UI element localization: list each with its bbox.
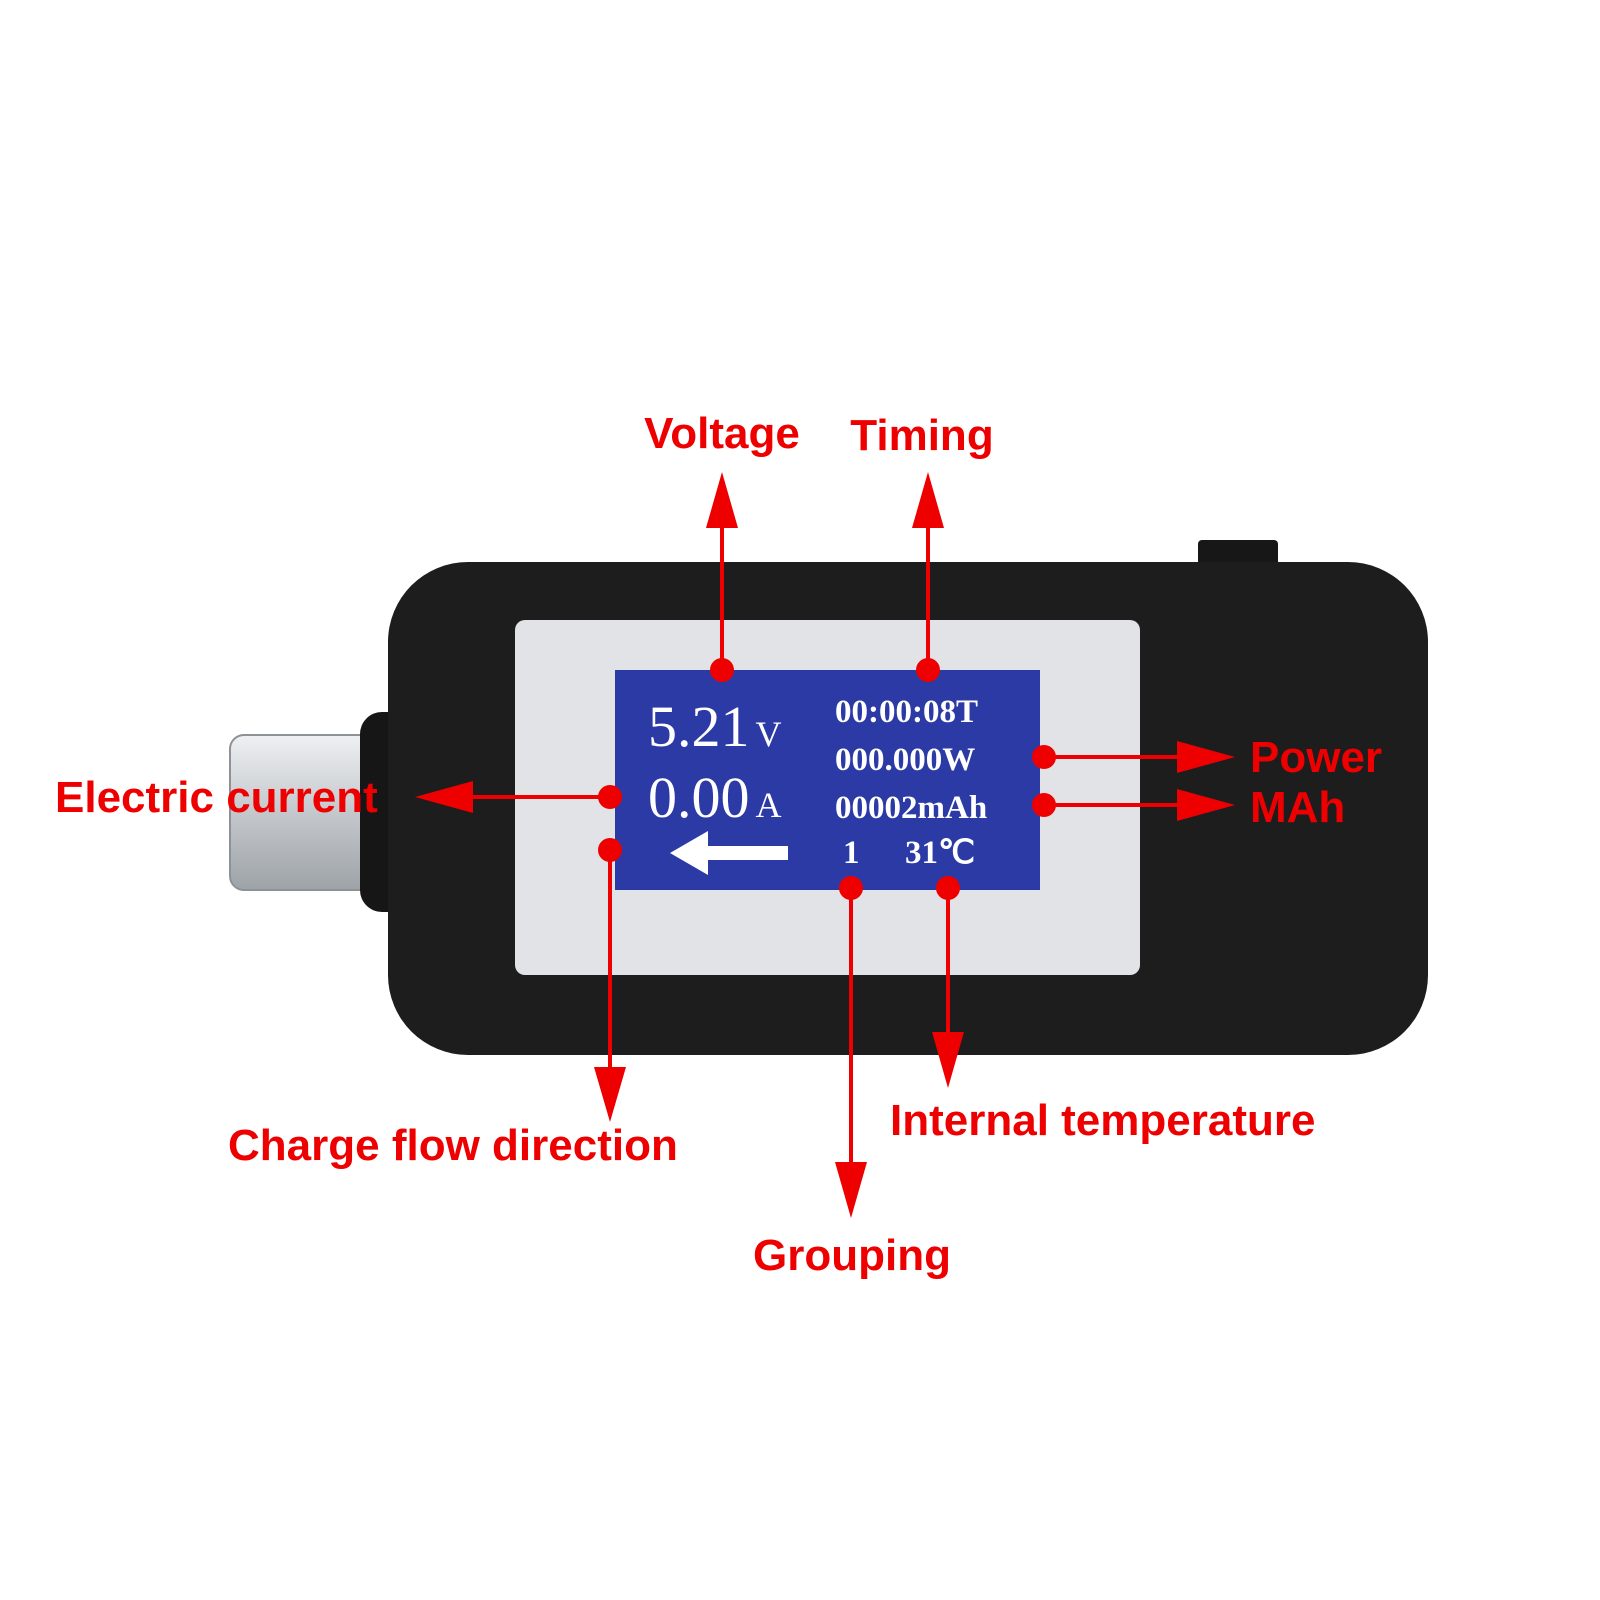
capacity-readout: 00002mAh [835,790,987,826]
label-mah: MAh [1250,783,1345,832]
label-charge-flow-direction: Charge flow direction [228,1121,678,1170]
label-voltage: Voltage [644,409,800,458]
callouts [415,472,1235,1218]
group-readout: 1 [843,835,860,871]
label-internal-temperature: Internal temperature [890,1096,1315,1145]
timer-readout: 00:00:08T [835,694,978,730]
label-power: Power [1250,733,1382,782]
label-electric-current: Electric current [55,773,378,822]
temperature-readout: 31℃ [905,835,975,871]
power-readout: 000.000W [835,742,975,778]
arrow-left-icon [670,831,788,875]
label-grouping: Grouping [753,1231,951,1280]
callout-labels: Voltage Timing Power MAh Electric curren… [55,409,1382,1280]
label-timing: Timing [850,411,993,460]
